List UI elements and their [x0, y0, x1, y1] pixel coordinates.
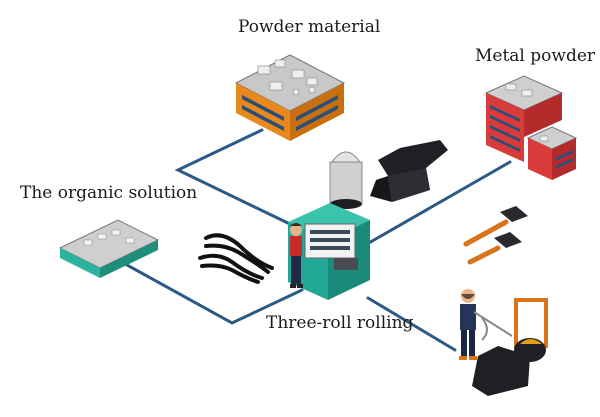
connector-organic-to-rolling: [116, 258, 304, 325]
tongs-icon: [198, 233, 274, 284]
organic-solution-device-icon: [58, 219, 160, 278]
machine-operator-icon: [290, 223, 303, 288]
label-three-roll-rolling: Three-roll rolling: [266, 313, 414, 333]
metal-powder-building-icon: [484, 75, 578, 180]
powder-material-building-icon: [234, 54, 346, 141]
connector-metal-to-rolling: [358, 160, 512, 250]
label-organic-solution: The organic solution: [20, 183, 198, 203]
blacksmith-worker-icon: [459, 289, 548, 396]
label-powder-material: Powder material: [238, 17, 381, 37]
hammers-icon: [463, 206, 528, 265]
connector-powder-to-rolling: [174, 128, 294, 227]
label-metal-powder: Metal powder: [475, 46, 596, 66]
anvil-icon: [370, 140, 448, 202]
metal-cylinder-icon: [329, 151, 363, 209]
connector-rolling-to-forge: [366, 296, 457, 352]
connector-lines: [116, 128, 512, 352]
